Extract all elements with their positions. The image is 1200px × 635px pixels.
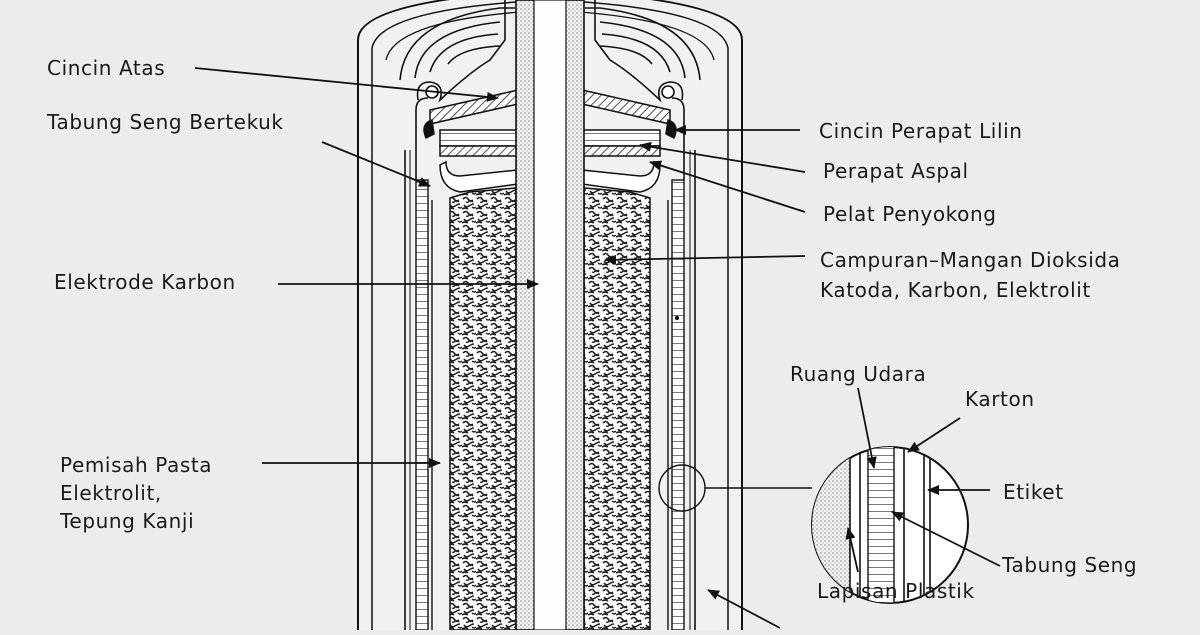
label-pemisah-line3: Tepung Kanji: [60, 509, 195, 533]
label-cincin-perapat-lilin: Cincin Perapat Lilin: [819, 119, 1023, 143]
label-karton: Karton: [965, 387, 1035, 411]
arrow-tabung-seng: [891, 511, 1001, 567]
label-elektrode-karbon: Elektrode Karbon: [54, 270, 236, 294]
arrow-cincin-atas: [194, 67, 499, 102]
label-pemisah-line1: Pemisah Pasta: [60, 453, 213, 477]
label-perapat-aspal: Perapat Aspal: [823, 159, 969, 183]
arrow-perapat-aspal: [639, 141, 806, 173]
cathode-mix: [449, 187, 651, 631]
label-tabung-seng-bertekuk: Tabung Seng Bertekuk: [47, 110, 284, 134]
arrow-tabung-seng-bertekuk: [321, 141, 431, 187]
label-cincin-atas: Cincin Atas: [47, 56, 166, 80]
leader-arrows: [194, 67, 1001, 629]
label-pemisah: Pemisah Pasta Elektrolit, Tepung Kanji: [60, 451, 212, 535]
arrow-lapisan-plastik: [845, 527, 859, 573]
label-pemisah-line2: Elektrolit,: [60, 481, 162, 505]
label-campuran-line1: Campuran–Mangan Dioksida: [820, 248, 1121, 272]
label-etiket: Etiket: [1003, 480, 1064, 504]
arrow-pelat-penyokong: [649, 160, 806, 213]
label-tabung-seng: Tabung Seng: [1002, 553, 1138, 577]
label-lapisan-plastik: Lapisan Plastik: [817, 579, 975, 603]
label-ruang-udara: Ruang Udara: [790, 362, 927, 386]
label-pelat-penyokong: Pelat Penyokong: [823, 202, 997, 226]
arrow-bottom: [707, 589, 781, 629]
arrow-campuran: [604, 254, 806, 265]
arrow-karton: [907, 417, 961, 453]
carbon-rod: [515, 0, 585, 631]
label-campuran-line2: Katoda, Karbon, Elektrolit: [820, 278, 1091, 302]
arrow-ruang-udara: [857, 387, 877, 469]
top-terminal: [399, 0, 701, 103]
label-campuran: Campuran–Mangan Dioksida Katoda, Karbon,…: [820, 245, 1121, 305]
